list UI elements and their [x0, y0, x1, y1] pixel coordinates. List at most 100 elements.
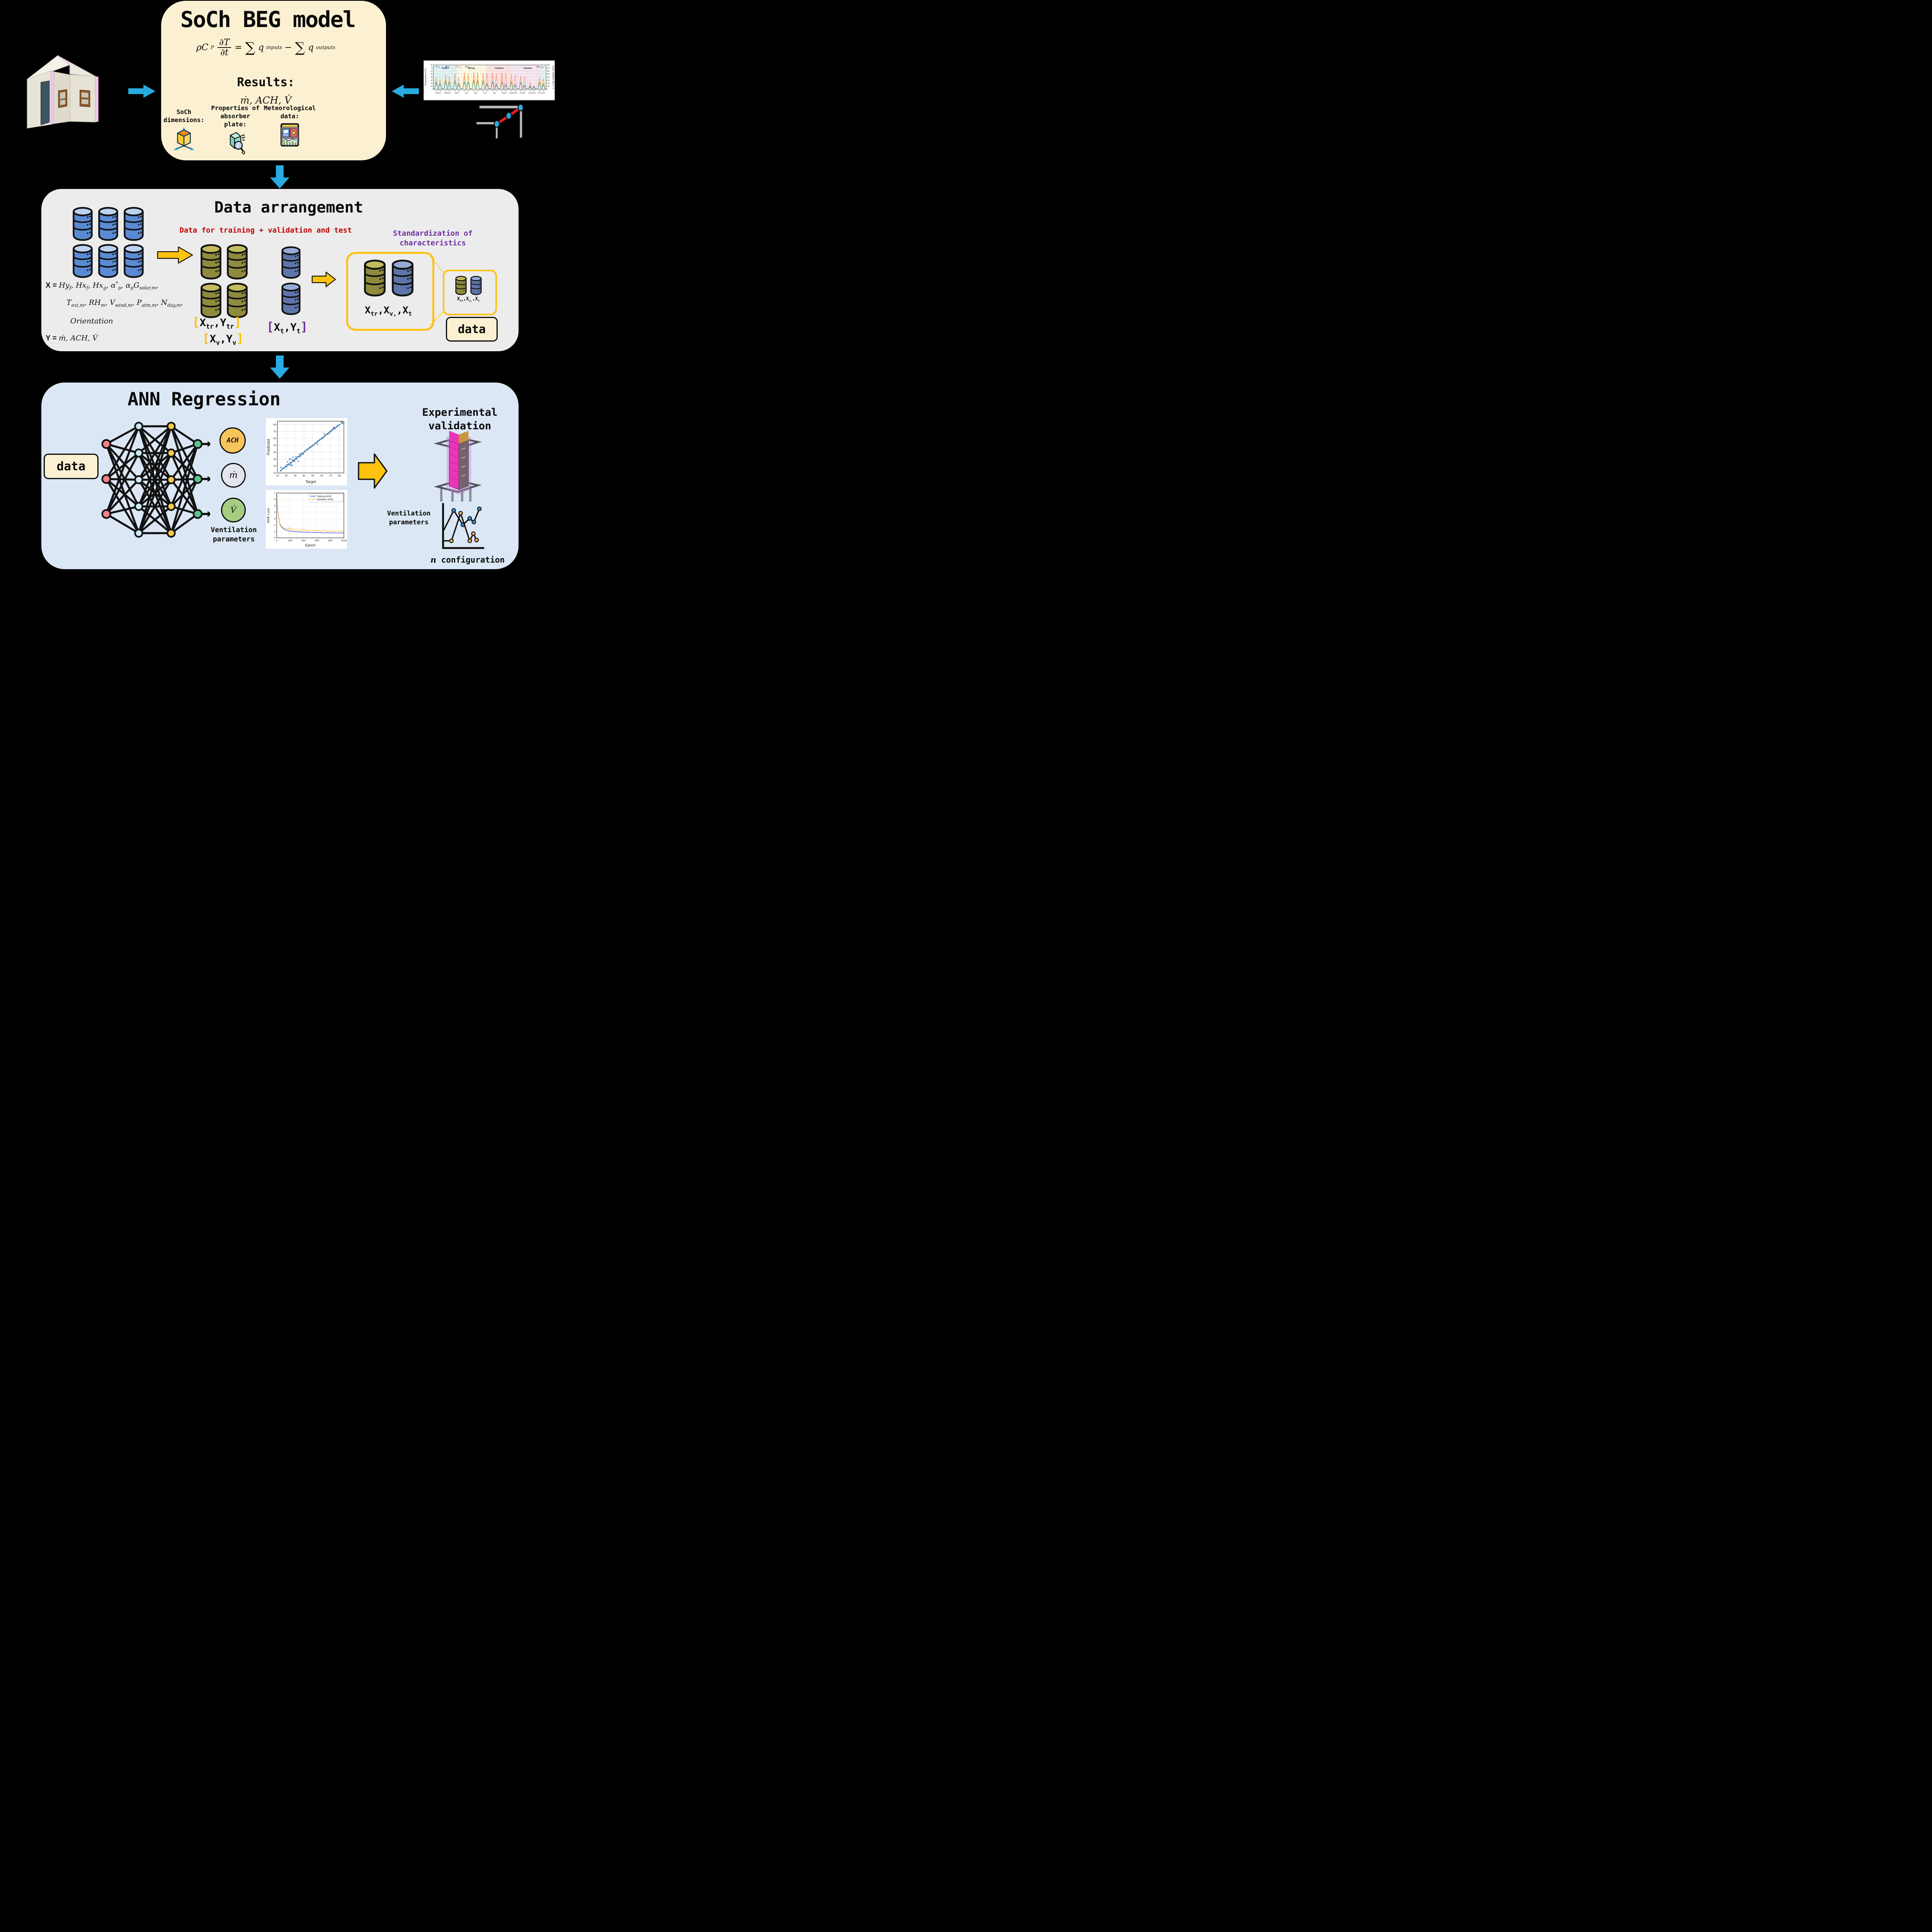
y-formula-line: Y = ṁ, ACH, V̇ — [46, 334, 98, 342]
validation-set-label: [Xv,Yv] — [202, 332, 244, 347]
database-icon — [73, 207, 93, 241]
output-ach-node: ACH — [219, 427, 246, 454]
svg-text:10: 10 — [274, 472, 277, 474]
svg-text:Cold: Cold — [514, 90, 517, 92]
database-icon — [455, 276, 467, 295]
svg-text:3: 3 — [274, 517, 276, 520]
svg-text:600: 600 — [315, 539, 319, 542]
database-icon — [124, 207, 144, 241]
soch-dimensions-column: SoCh dimensions: — [159, 108, 209, 152]
svg-text:Hot: Hot — [463, 90, 465, 92]
svg-text:20: 20 — [431, 82, 433, 84]
data-arrangement-box — [41, 189, 519, 351]
svg-text:Cold: Cold — [439, 90, 441, 92]
arrow-standardize-icon — [311, 271, 336, 287]
database-icon — [201, 244, 221, 280]
svg-text:0: 0 — [432, 88, 433, 90]
database-icon — [227, 244, 248, 280]
svg-text:50: 50 — [431, 73, 433, 75]
svg-text:60: 60 — [274, 437, 277, 440]
svg-text:30: 30 — [294, 474, 297, 477]
ventilation-parameters-label-left: Ventilation parameters — [211, 526, 257, 544]
mini-sets-frame — [443, 270, 497, 315]
ann-regression-title: ANN Regression — [128, 389, 281, 410]
svg-text:Cold: Cold — [542, 90, 545, 92]
svg-text:December: December — [538, 92, 546, 94]
svg-text:30: 30 — [431, 79, 433, 81]
svg-text:Hot: Hot — [492, 90, 493, 92]
svg-text:May: May — [474, 92, 478, 94]
svg-text:Hot: Hot — [520, 90, 522, 92]
database-icon — [98, 244, 118, 278]
svg-text:Cold: Cold — [532, 90, 535, 92]
svg-text:Cold: Cold — [457, 90, 460, 92]
x-formula-line-1: X = Hyf, Hxf, Hxg, α*p, αpGsolar,m, — [46, 281, 158, 291]
test-set-label: [Xt,Yt] — [267, 320, 308, 335]
svg-text:Summer: Summer — [495, 67, 504, 70]
svg-text:7: 7 — [274, 492, 276, 495]
svg-text:Temperature [°C]: Temperature [°C] — [425, 68, 427, 86]
svg-text:10: 10 — [276, 474, 279, 477]
svg-text:August: August — [502, 92, 507, 94]
svg-text:Hot: Hot — [482, 90, 484, 92]
train-set-label: [Xtr,Ytr] — [192, 315, 242, 330]
n-configuration-label: n configuration — [430, 555, 505, 565]
arrow-house-to-model — [128, 85, 155, 98]
data-chip-input: data — [44, 454, 99, 479]
svg-text:4: 4 — [274, 511, 276, 514]
svg-text:Cold: Cold — [448, 90, 451, 92]
svg-text:500: 500 — [547, 73, 550, 75]
training-validation-note: Data for training + validation and test — [179, 226, 352, 235]
arrow-model-to-arrangement — [270, 165, 289, 189]
svg-text:Target: Target — [305, 480, 316, 484]
svg-text:Cold: Cold — [486, 90, 488, 92]
database-pair-mini — [454, 275, 483, 295]
svg-text:Tp,1: Tp,1 — [458, 66, 461, 68]
svg-text:80: 80 — [338, 474, 341, 477]
database-icon — [124, 244, 144, 278]
svg-text:June: June — [483, 92, 487, 94]
svg-text:Tf: Tf — [448, 66, 450, 68]
svg-text:70: 70 — [329, 474, 332, 477]
svg-text:20: 20 — [274, 465, 277, 468]
svg-text:Cold: Cold — [467, 90, 469, 92]
standardization-title: Standardization of characteristics — [393, 229, 473, 247]
svg-text:Hot: Hot — [445, 90, 447, 92]
standardized-sets-frame — [346, 252, 434, 331]
svg-text:Cold: Cold — [476, 90, 479, 92]
svg-text:Cold: Cold — [495, 90, 498, 92]
database-icon — [364, 259, 386, 297]
mini-sets-label: Xtr,Xv,,Xt — [457, 296, 480, 303]
svg-text:Solar radiation [W m⁻²]: Solar radiation [W m⁻²] — [552, 66, 554, 89]
svg-text:0: 0 — [276, 539, 277, 542]
svg-text:Spring: Spring — [468, 67, 475, 70]
svg-text:MAE Loss: MAE Loss — [266, 508, 270, 523]
svg-text:Hot: Hot — [473, 90, 475, 92]
svg-text:Hot: Hot — [510, 90, 512, 92]
svg-text:July: July — [493, 92, 496, 94]
ventilation-parameters-label-right: Ventilation parameters — [387, 510, 431, 526]
svg-text:700: 700 — [547, 67, 550, 69]
svg-text:800: 800 — [328, 539, 333, 542]
house-3d-model — [27, 55, 99, 129]
database-cluster-source — [71, 206, 146, 278]
data-arrangement-title: Data arrangement — [214, 199, 363, 216]
results-label: Results: — [237, 75, 295, 89]
configuration-sketch-plot — [442, 503, 485, 549]
svg-text:100: 100 — [547, 85, 550, 87]
arrow-to-validation-icon — [358, 453, 388, 489]
svg-text:400: 400 — [301, 539, 306, 542]
svg-text:60: 60 — [431, 70, 433, 72]
svg-text:1: 1 — [274, 530, 276, 533]
svg-text:80: 80 — [274, 423, 277, 426]
svg-text:Predicted: Predicted — [267, 439, 271, 455]
arrow-data-to-model — [392, 85, 419, 98]
svg-text:Training MAE: Training MAE — [316, 495, 332, 498]
svg-text:50: 50 — [274, 444, 277, 447]
svg-text:300: 300 — [547, 79, 550, 81]
database-icon — [227, 282, 248, 318]
